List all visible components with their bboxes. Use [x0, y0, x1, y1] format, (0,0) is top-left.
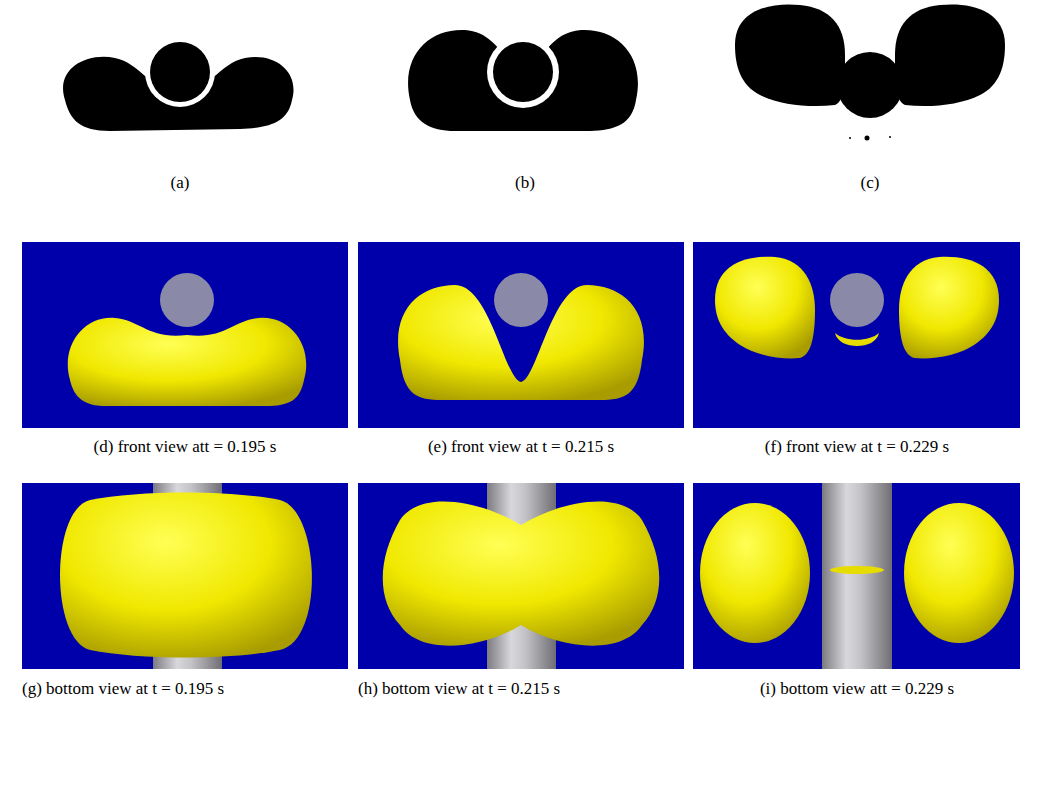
experiment-silhouette [63, 37, 293, 131]
simulation-front-view [693, 242, 1020, 428]
panel-caption: (d) front view att = 0.195 s [94, 436, 277, 458]
simulation-bottom-view [693, 483, 1020, 669]
panel-caption: (c) [861, 172, 880, 194]
simulation-front-view [358, 242, 684, 428]
panel-caption: (a) [171, 172, 190, 194]
panel-caption: (i) bottom view att = 0.229 s [760, 678, 954, 700]
simulation-bottom-view [22, 483, 348, 669]
simulation-bottom-view [358, 483, 684, 669]
simulation-front-view [22, 242, 348, 428]
panel-caption: (g) bottom view at t = 0.195 s [22, 678, 348, 700]
experiment-silhouette [408, 30, 638, 131]
experiment-silhouette [735, 4, 1005, 140]
panel-caption: (b) [515, 172, 535, 194]
panel-caption: (f) front view at t = 0.229 s [765, 436, 949, 458]
panel-caption: (e) front view at t = 0.215 s [428, 436, 614, 458]
panel-caption: (h) bottom view at t = 0.215 s [358, 678, 684, 700]
